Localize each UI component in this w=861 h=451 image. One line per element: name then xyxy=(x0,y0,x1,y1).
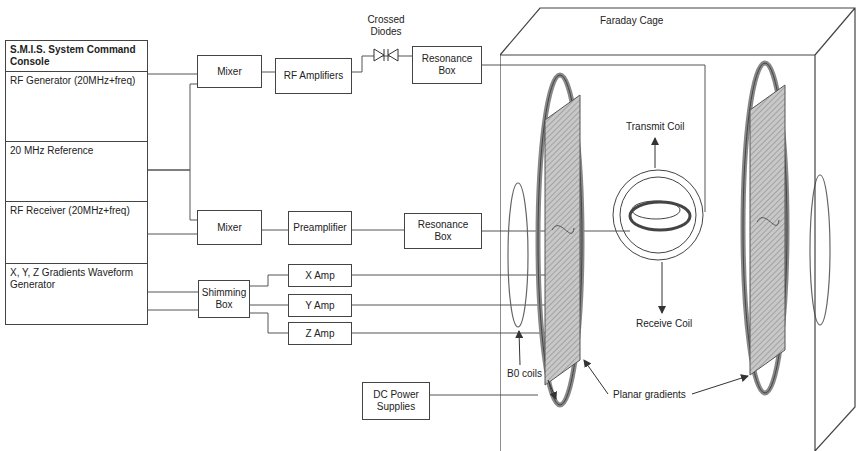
node-text: 20 MHz Reference xyxy=(10,145,143,157)
preamplifier-box: Preamplifier xyxy=(288,211,352,245)
wires xyxy=(148,65,705,395)
console-section: RF Generator (20MHz+freq) xyxy=(6,71,147,141)
signal-line xyxy=(352,230,404,231)
power-wire xyxy=(500,395,538,396)
node-text: X Amp xyxy=(305,270,334,282)
amplifier-box: RF Amplifiers xyxy=(275,58,352,94)
signal-line xyxy=(352,305,500,306)
mixer-box: Mixer xyxy=(197,55,262,88)
edge-label: Crossed Diodes xyxy=(358,14,414,38)
shimming-box: Shimming Box xyxy=(198,280,250,318)
signal-line xyxy=(430,395,500,396)
node-text: Y Amp xyxy=(305,300,334,312)
signal-line xyxy=(482,65,500,66)
signal-line xyxy=(482,231,500,232)
signal-line xyxy=(147,84,197,170)
rf-coils xyxy=(613,170,703,260)
node-text: Shimming Box xyxy=(202,287,246,311)
signal-line xyxy=(352,333,500,334)
transmit-wire xyxy=(500,65,705,212)
signal-line xyxy=(147,292,198,293)
power-supply-box: DC Power Supplies xyxy=(362,382,430,420)
diode-symbol xyxy=(374,49,398,61)
amp-box: Z Amp xyxy=(288,322,352,345)
signal-line xyxy=(352,56,412,72)
amp-box: X Amp xyxy=(288,264,352,287)
amp-box: Y Amp xyxy=(288,294,352,317)
signal-line xyxy=(250,313,288,333)
node-text: RF Amplifiers xyxy=(284,70,343,82)
signal-line xyxy=(262,72,275,73)
node-text: X, Y, Z Gradients Waveform Generator xyxy=(10,267,143,291)
node-text: RF Generator (20MHz+freq) xyxy=(10,75,143,87)
leader-arrows xyxy=(519,138,748,399)
signal-line xyxy=(352,275,500,276)
node-text: Preamplifier xyxy=(293,222,346,234)
cage-outline xyxy=(500,7,857,451)
signal-line xyxy=(147,74,197,75)
gradient-label: Planar gradients xyxy=(612,389,687,401)
command-console: S.M.I.S. System Command Console RF Genera… xyxy=(5,40,148,325)
signal-line xyxy=(250,305,288,306)
coil-label: Receive Coil xyxy=(635,318,693,330)
node-text: Resonance Box xyxy=(416,53,478,77)
mixer-box: Mixer xyxy=(197,210,262,245)
second-gradient-wire xyxy=(148,310,198,311)
coil-label: B0 coils xyxy=(506,368,543,380)
console-heading: S.M.I.S. System Command Console xyxy=(10,44,143,68)
console-section: RF Receiver (20MHz+freq) xyxy=(6,201,147,263)
console-section: 20 MHz Reference xyxy=(6,141,147,201)
planar-gradient-plates xyxy=(545,85,785,385)
node-text: DC Power Supplies xyxy=(366,389,426,413)
node-text: Resonance Box xyxy=(408,219,478,243)
node-text: Z Amp xyxy=(306,328,335,340)
resonance-box: Resonance Box xyxy=(404,213,482,249)
signal-line xyxy=(262,230,288,231)
resonance-box: Resonance Box xyxy=(412,46,482,84)
signal-line xyxy=(147,234,197,235)
console-section: X, Y, Z Gradients Waveform Generator xyxy=(6,263,147,324)
node-text: Mixer xyxy=(217,66,241,78)
faraday-cage: Faraday Cage xyxy=(500,7,857,451)
signal-line xyxy=(250,275,288,286)
node-text: RF Receiver (20MHz+freq) xyxy=(10,205,143,217)
node-text: Faraday Cage xyxy=(600,15,663,26)
gradient-rings xyxy=(538,63,787,405)
signal-line xyxy=(147,170,197,220)
node-text: Mixer xyxy=(217,222,241,234)
coil-label: Transmit Coil xyxy=(625,121,686,133)
